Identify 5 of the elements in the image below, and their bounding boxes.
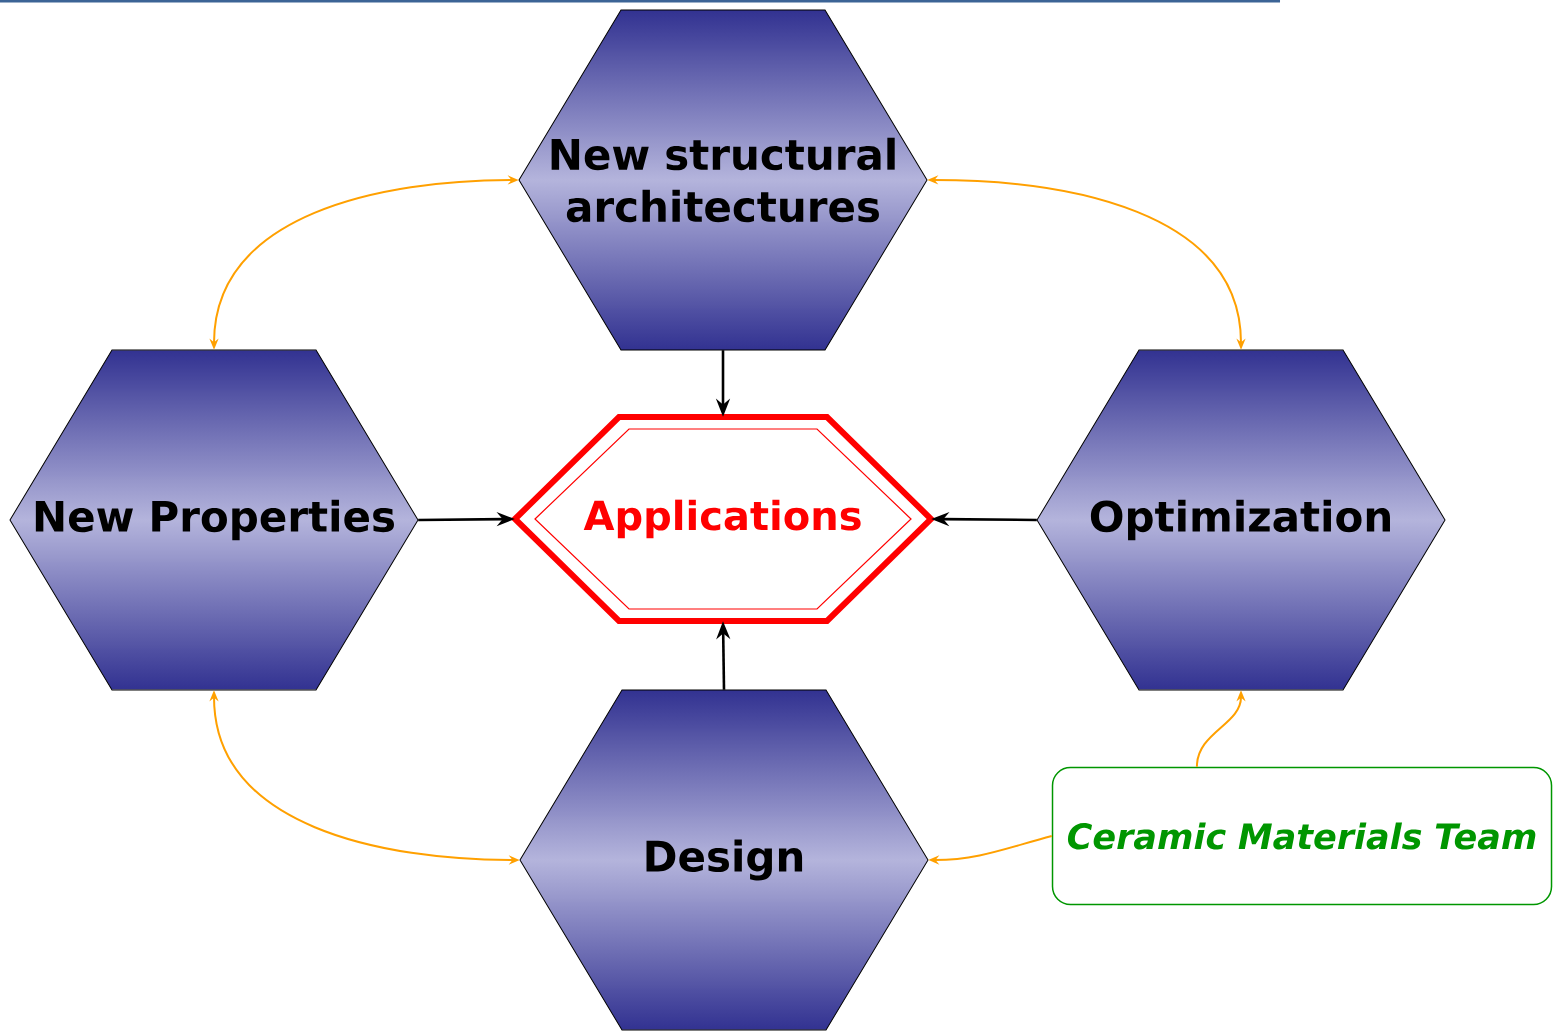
hexagon: New structural architectures [518, 9, 928, 351]
hexagon: Optimization [1036, 349, 1446, 691]
team-box: Ceramic Materials Team [1051, 766, 1553, 906]
hexagon: Design [519, 689, 929, 1031]
hexagon: New Properties [9, 349, 419, 691]
